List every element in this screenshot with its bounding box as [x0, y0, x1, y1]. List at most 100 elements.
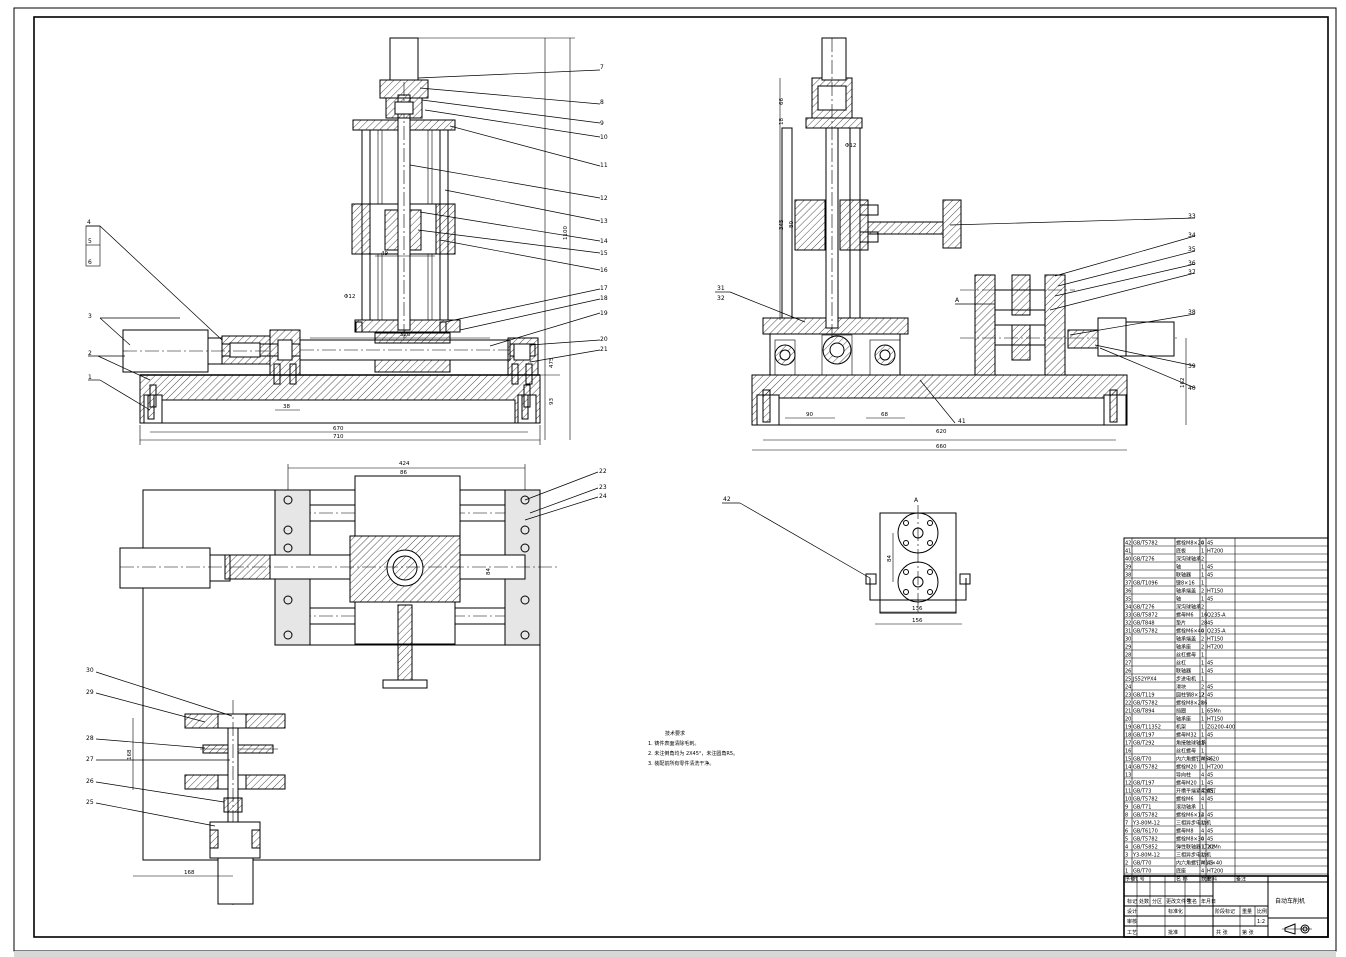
title-block: 标记 处数 分区 更改文件号 签名 年月日 设计 标准化 审核 工艺 批准 阶段… [1123, 875, 1329, 938]
bom-cell: 45 [1207, 573, 1213, 579]
part-label-5: 5 [88, 238, 92, 245]
notes-line-2: 2. 未注倒角均为 2X45°，未注圆角R5。 [648, 750, 738, 757]
bom-cell: 4 [1201, 829, 1204, 835]
bom-cell: ZG200-400 [1207, 725, 1235, 731]
bom-cell: 18 [1125, 733, 1131, 739]
bom-cell: 螺栓M8×28 [1176, 700, 1204, 707]
bom-cell: GB/T1096 [1133, 581, 1158, 587]
bom-cell: 8 [1125, 813, 1128, 819]
bom-cell: 23 [1125, 693, 1131, 699]
bom-cell: 圆柱销8×12 [1176, 692, 1205, 699]
detail-view [132, 700, 286, 905]
part-label-17: 17 [600, 285, 608, 292]
bom-cell: 40 [1125, 557, 1131, 563]
part-label-12: 12 [600, 195, 608, 202]
bom-cell: 45 [1207, 685, 1213, 691]
part-label-38: 38 [1188, 309, 1196, 316]
tb-review: 审核 [1127, 918, 1137, 925]
bom-cell: 32 [1125, 621, 1131, 627]
front-view-part-labels: 7 8 9 10 11 12 13 14 15 16 17 18 19 20 2… [87, 64, 608, 381]
bom-cell: 三相异步电动机 [1176, 852, 1211, 859]
tb-scale-value: 1:2 [1257, 919, 1265, 925]
bom-cell: 螺栓M20 [1176, 764, 1197, 771]
spindle-motor [1125, 321, 1175, 357]
bom-cell: 螺栓M6×40 [1176, 628, 1204, 635]
bom-cell: 31 [1125, 629, 1131, 635]
bom-cell: 9 [1125, 805, 1128, 811]
bom-cell: Y3-80M-12 [1132, 821, 1160, 827]
bom-cell: HT200 [1207, 645, 1223, 651]
bom-cell: 11 [1125, 789, 1131, 795]
bom-cell: 45 [1207, 669, 1213, 675]
notes-line-1: 1. 铸件表面清除毛刺。 [648, 740, 699, 747]
bom-cell: 2 [1201, 605, 1204, 611]
bom-cell: JS52YPX4 [1132, 677, 1157, 683]
bom-cell: 2 [1125, 861, 1128, 867]
bom-cell: 35 [1125, 597, 1131, 603]
part-label-18: 18 [600, 295, 608, 302]
dim-18: 18 [779, 118, 785, 125]
tb-count: 处数 [1139, 898, 1149, 905]
bom-cell: 45 [1207, 733, 1213, 739]
bom-cell: 36 [1125, 589, 1131, 595]
bom-cell: 1 [1201, 709, 1204, 715]
bom-cell: 34 [1125, 605, 1131, 611]
top-motor [119, 547, 211, 589]
bom-cell: 深沟球轴承 [1176, 604, 1201, 611]
notes-line-3: 3. 装配前所有零件清洗干净。 [648, 760, 714, 767]
bom-cell: GB/T5782 [1133, 629, 1158, 635]
bom-cell: Q235-A [1207, 613, 1226, 619]
bom-cell: 轴 [1176, 564, 1181, 571]
bottom-strip [14, 951, 1336, 957]
bom-cell: GB/T197 [1133, 781, 1155, 787]
dim-84: 84 [486, 568, 492, 575]
dim-90: 90 [806, 412, 813, 418]
bom-cell: 轴承座 [1176, 644, 1191, 651]
part-label-3: 3 [88, 313, 92, 320]
bom-cell: HT150 [1207, 637, 1223, 643]
bom-cell: GB/T5782 [1133, 765, 1158, 771]
bom-cell: 1 [1201, 821, 1204, 827]
dim-710: 710 [333, 434, 344, 440]
bom-cell: 4 [1201, 789, 1204, 795]
bom-cell: GB/T276 [1133, 557, 1155, 563]
part-label-41: 41 [958, 418, 966, 425]
dim-620: 620 [936, 429, 947, 435]
tb-mark: 标记 [1127, 898, 1137, 905]
bom-cell: 5 [1125, 837, 1128, 843]
dim-1100: 1100 [563, 226, 569, 240]
detail-view-leaders [95, 671, 233, 827]
bom-cell: 24 [1125, 685, 1131, 691]
bom-cell: 45 [1207, 661, 1213, 667]
bom-cell: 29 [1125, 645, 1131, 651]
bom-cell: 丝杠螺母 [1176, 652, 1196, 659]
bom-cell: 1 [1201, 749, 1204, 755]
bom-cell: 12 [1125, 781, 1131, 787]
bom-cell: 三相异步电动机 [1176, 820, 1211, 827]
bom-cell: 垫片 [1176, 620, 1186, 627]
bom-cell: 45 [1207, 693, 1213, 699]
bom-cell: 1 [1201, 741, 1204, 747]
bom-cell: 丝杠 [1176, 660, 1186, 667]
tb-design: 设计 [1127, 908, 1137, 915]
bom-cell: 21 [1125, 709, 1131, 715]
bom-cell: 轴承端盖 [1176, 636, 1196, 643]
top-view-part-labels: 22 23 24 [599, 468, 607, 500]
dim-49: 49 [381, 251, 388, 257]
bom-cell: 45 [1207, 861, 1213, 867]
part-label-21: 21 [600, 346, 608, 353]
bom-cell: 开槽平端紧定螺钉 [1176, 788, 1216, 795]
part-label-7: 7 [600, 64, 604, 71]
technical-notes: 技术要求 1. 铸件表面清除毛刺。 2. 未注倒角均为 2X45°，未注圆角R5… [648, 730, 738, 767]
bom-cell: GB/T73 [1133, 789, 1151, 795]
bom-cell: 45 [1207, 837, 1213, 843]
bom-cell: 2 [1201, 589, 1204, 595]
